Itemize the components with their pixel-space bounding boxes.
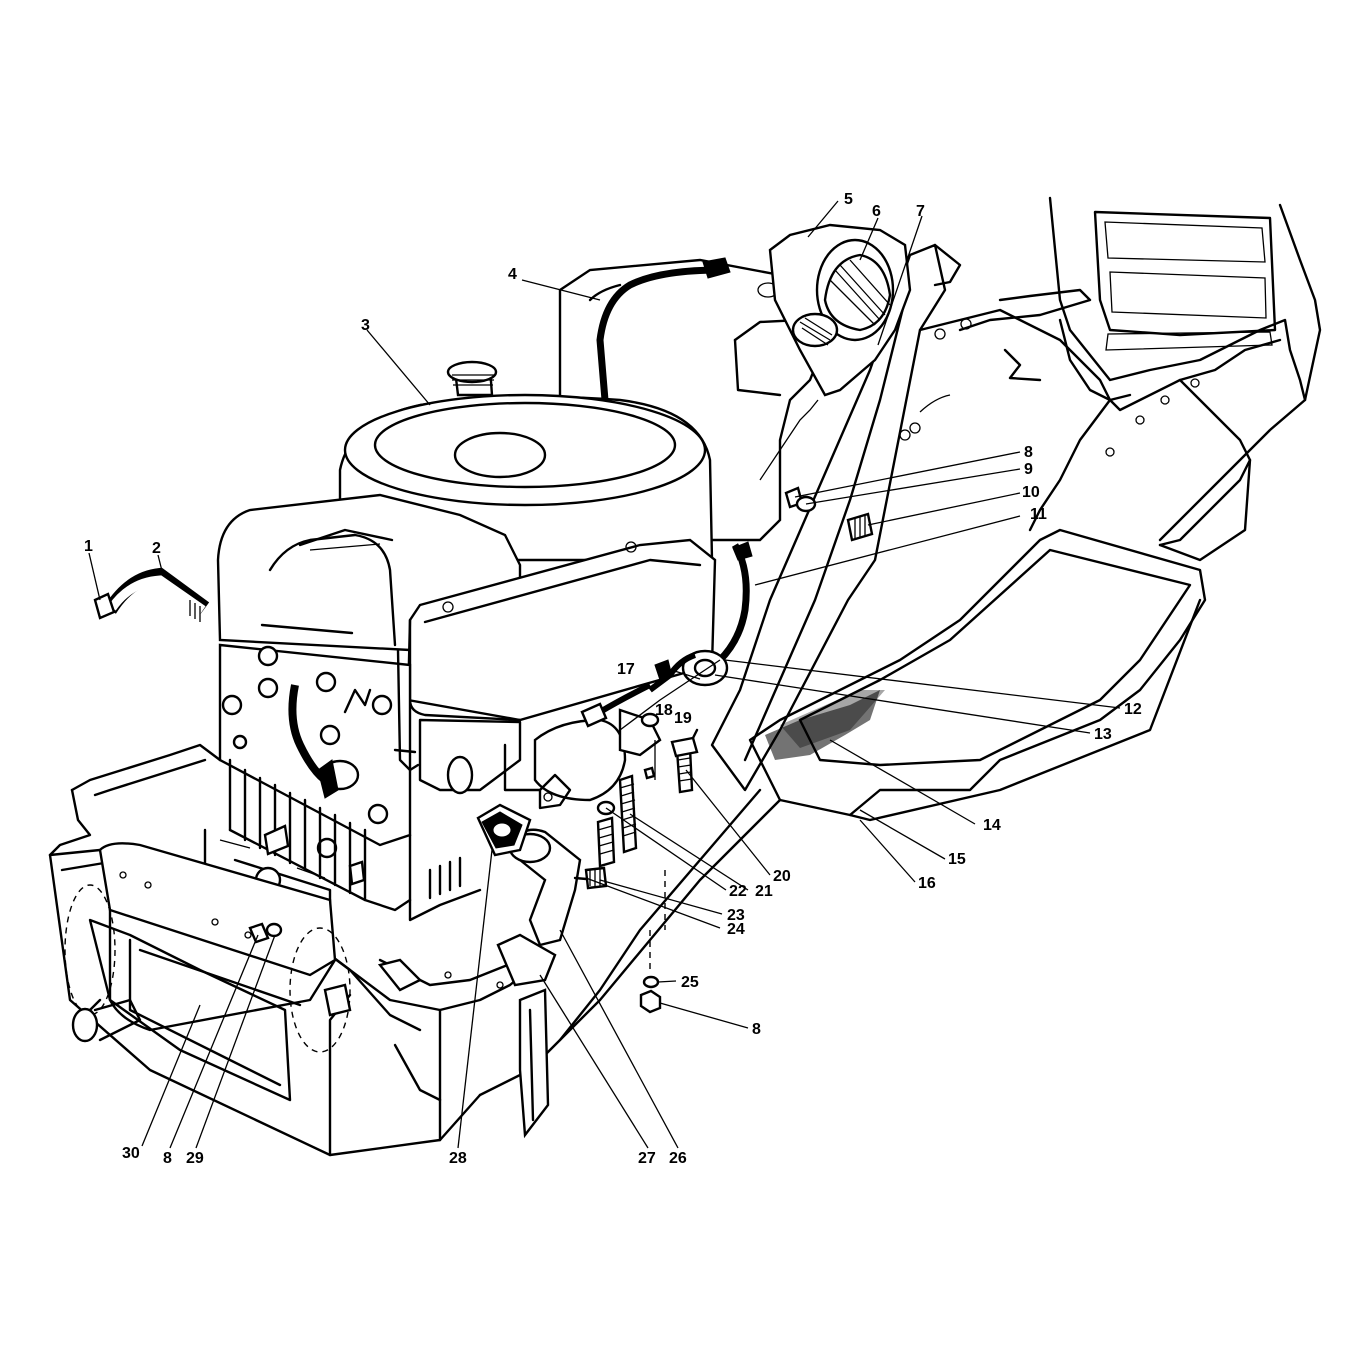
callout-2: 2	[152, 540, 161, 557]
callout-16: 16	[918, 875, 936, 892]
callout-29: 29	[186, 1150, 204, 1167]
springs	[596, 774, 638, 868]
callout-26: 26	[669, 1150, 687, 1167]
callout-25: 25	[681, 974, 699, 991]
callout-28: 28	[449, 1150, 467, 1167]
callout-labels: 1 2 3 4 5 6 7 8 9 10 11 12 13 14 15 16 1…	[84, 191, 1142, 1167]
footrest-tray	[748, 528, 1207, 822]
callout-22: 22	[729, 883, 747, 900]
callout-11: 11	[1030, 506, 1047, 523]
exhaust-pipe	[476, 803, 608, 947]
callout-13: 13	[1094, 726, 1112, 743]
callout-12: 12	[1124, 701, 1142, 718]
fuel-line	[596, 257, 753, 663]
callout-17: 17	[617, 661, 635, 678]
callout-4: 4	[508, 266, 517, 283]
callout-8-top: 8	[1024, 444, 1033, 461]
dashed-guides	[619, 399, 819, 970]
callout-9: 9	[1024, 461, 1033, 478]
fuel-cap-bracket	[768, 223, 912, 397]
front-body	[48, 743, 782, 1157]
rear-body-fender	[899, 196, 1322, 562]
callout-6: 6	[872, 203, 881, 220]
callout-18: 18	[655, 702, 673, 719]
callout-5: 5	[844, 191, 853, 208]
callout-8-lower: 8	[752, 1021, 761, 1038]
callout-7: 7	[916, 203, 925, 220]
callout-15: 15	[948, 851, 966, 868]
callout-27: 27	[638, 1150, 656, 1167]
callout-19: 19	[674, 710, 692, 727]
callout-14: 14	[983, 817, 1001, 834]
callout-20: 20	[773, 868, 791, 885]
leader-lines	[88, 200, 1121, 1149]
callout-24: 24	[727, 921, 745, 938]
callout-10: 10	[1022, 484, 1040, 501]
frame-side-panel	[710, 243, 962, 792]
callout-1: 1	[84, 538, 93, 555]
fuel-filter	[580, 649, 729, 728]
textured-floor-mat	[765, 690, 885, 760]
muffler-heat-shield	[64, 842, 557, 1053]
callout-23: 23	[727, 907, 745, 924]
callout-8-front: 8	[163, 1150, 172, 1167]
engine	[203, 360, 717, 922]
callout-30: 30	[122, 1145, 140, 1162]
callout-3: 3	[361, 317, 370, 334]
callout-21: 21	[755, 883, 773, 900]
